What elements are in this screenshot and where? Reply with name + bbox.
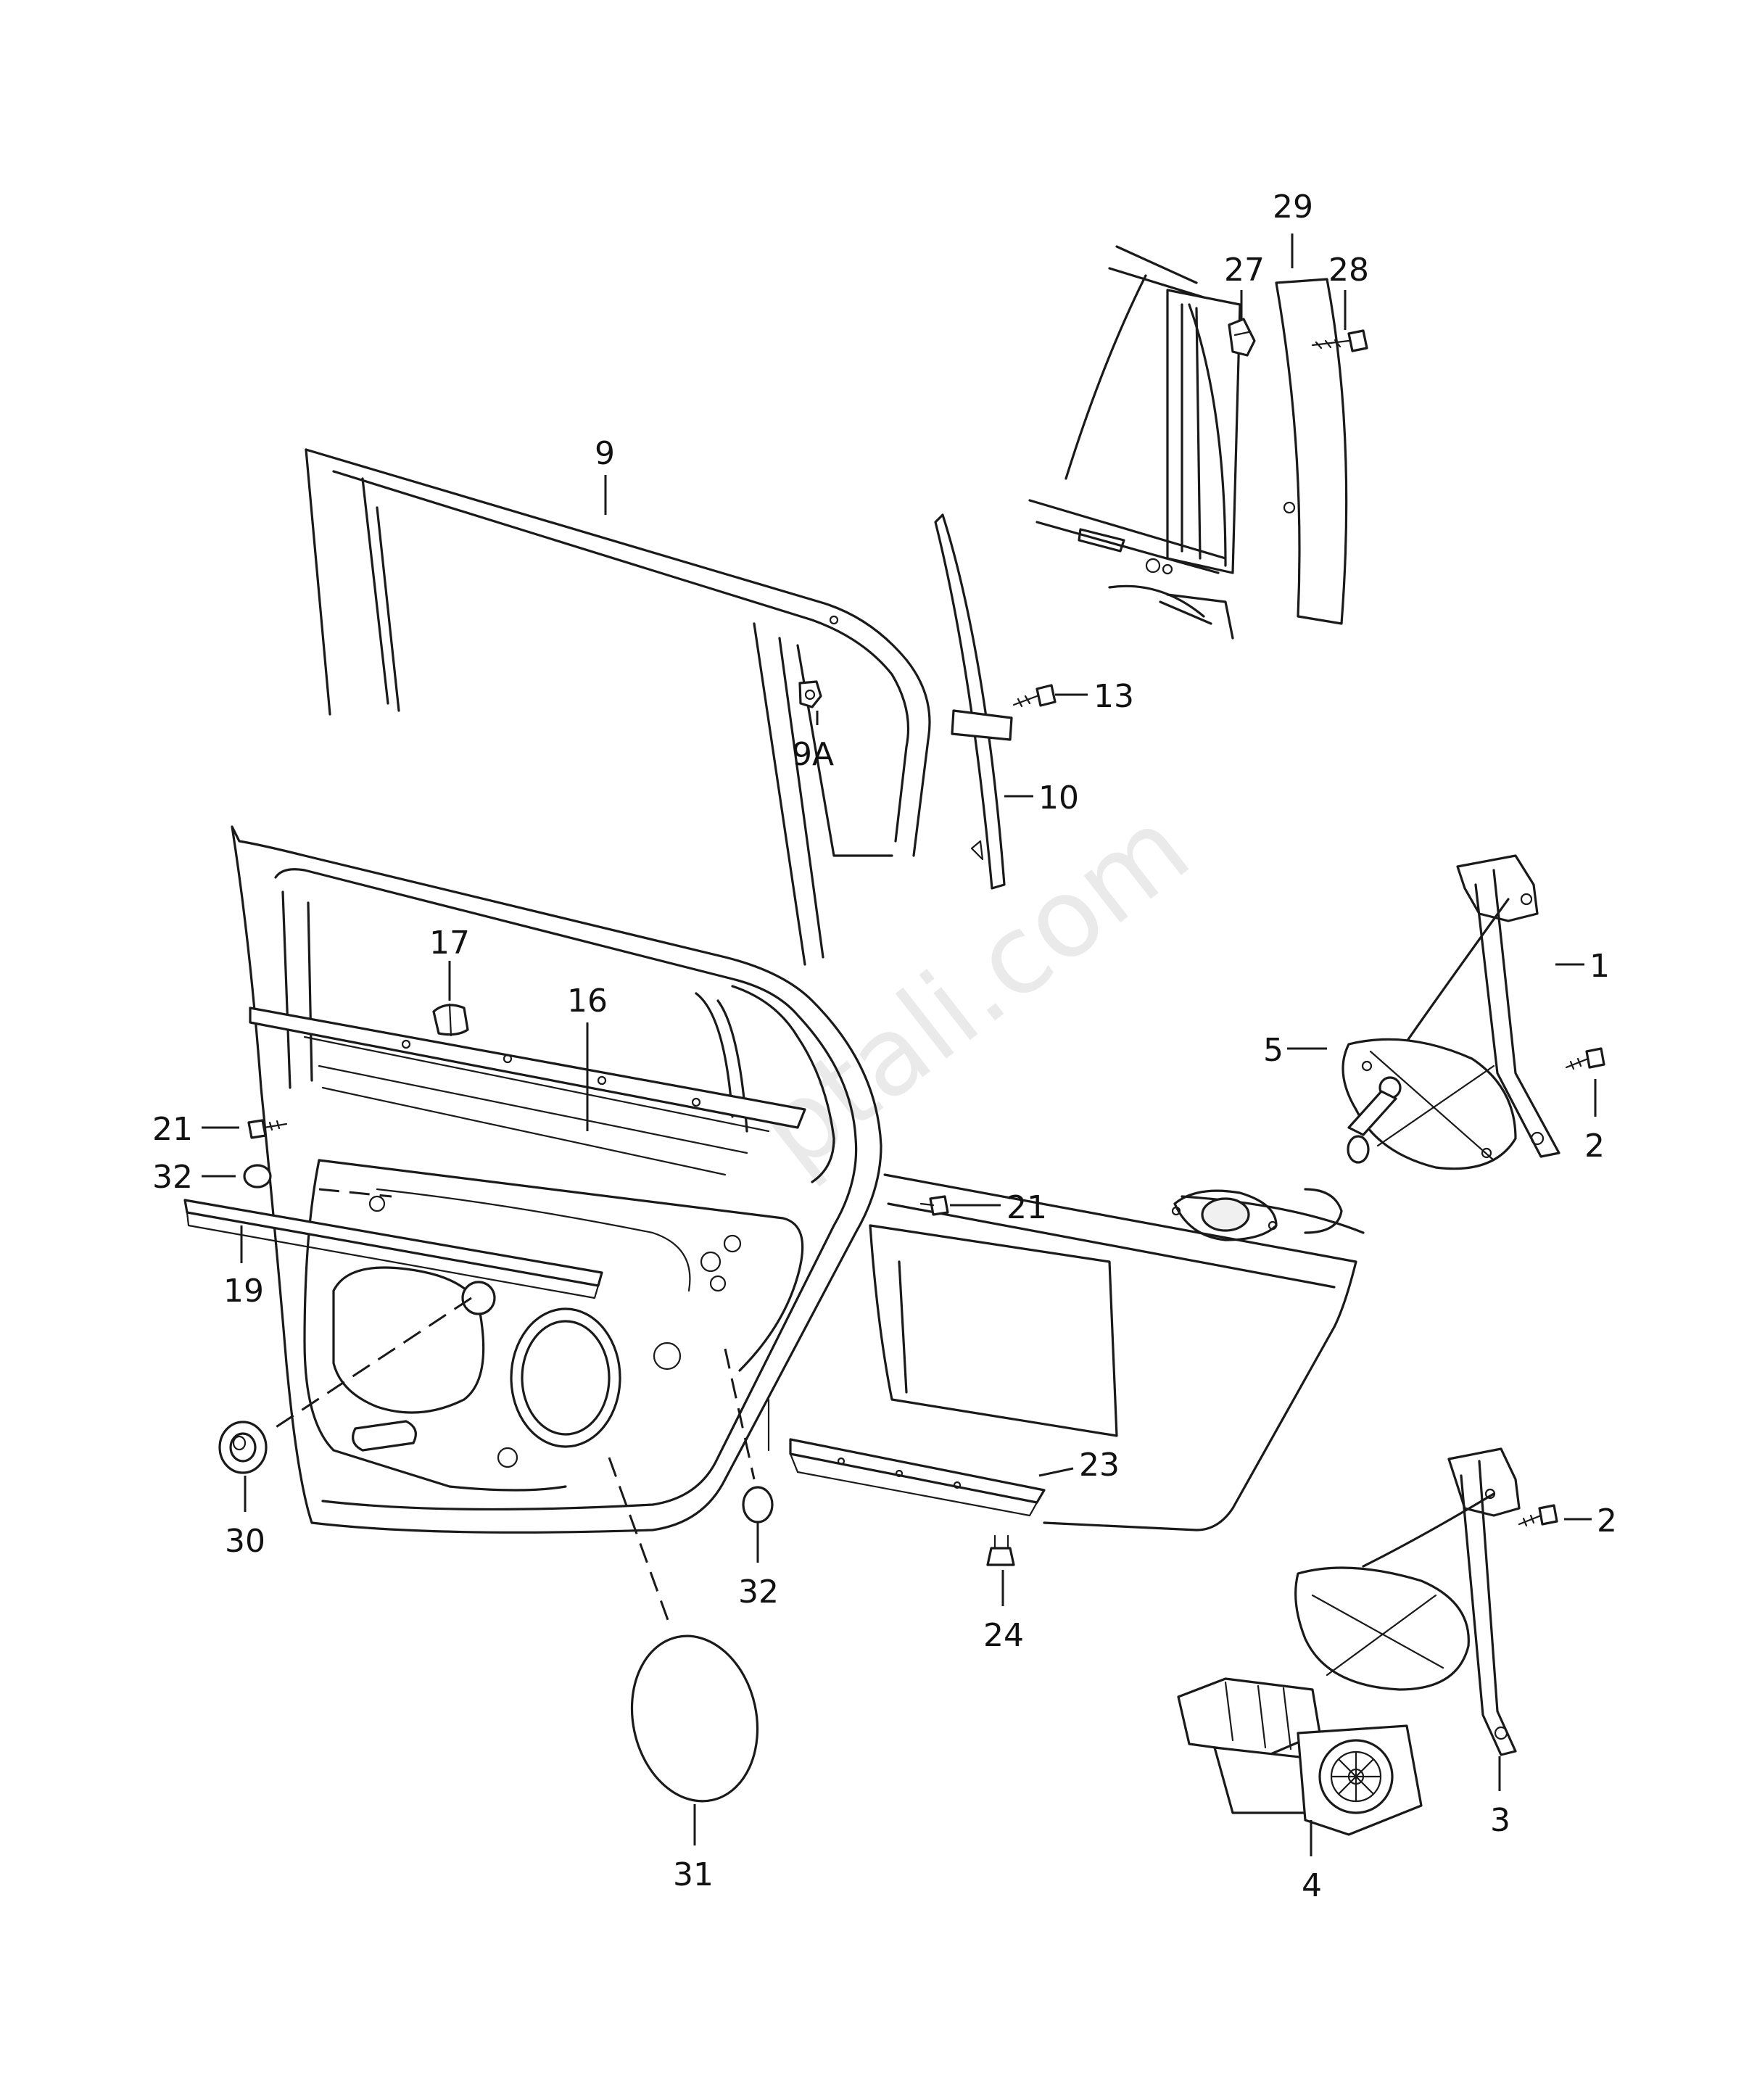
callout-31: 31 (673, 1856, 714, 1893)
callout-29: 29 (1273, 189, 1313, 226)
callout-13: 13 (1094, 678, 1134, 715)
callout-32b: 32 (738, 1574, 779, 1611)
part-10-guide-rail (934, 513, 1013, 890)
callout-23: 23 (1079, 1447, 1120, 1484)
part-5-window-crank (1347, 1090, 1397, 1164)
part-23-trim-strip (767, 1398, 1046, 1517)
part-21-screw-center (919, 1195, 949, 1216)
callout-9: 9 (595, 435, 615, 472)
callout-24: 24 (983, 1617, 1024, 1654)
part-19-seal-strip (183, 1199, 603, 1299)
callout-3: 3 (1490, 1802, 1510, 1839)
part-31-cover (630, 1634, 759, 1803)
part-4-window-motor (1177, 1677, 1423, 1836)
part-28-screw (1311, 329, 1368, 352)
callout-2b: 2 (1597, 1502, 1617, 1539)
callout-21a: 21 (152, 1111, 193, 1148)
callout-2a: 2 (1584, 1128, 1605, 1165)
callout-19: 19 (223, 1273, 264, 1310)
callout-5: 5 (1263, 1032, 1283, 1069)
part-24-clip (986, 1534, 1015, 1566)
callout-17: 17 (429, 925, 470, 962)
callout-4: 4 (1302, 1867, 1322, 1904)
leader-lines (202, 233, 1597, 1856)
callout-10: 10 (1038, 780, 1079, 817)
part-27-clip (1228, 318, 1256, 357)
callout-30: 30 (225, 1523, 265, 1560)
door-shell (231, 825, 882, 1534)
part-13-screw (1012, 684, 1057, 708)
callout-32a: 32 (152, 1159, 193, 1196)
part-9-window-frame (305, 448, 931, 966)
part-1-window-regulator (1341, 854, 1560, 1170)
door-outer-panel (869, 1173, 1365, 1531)
part-2-screw-lower (1518, 1504, 1558, 1527)
part-9A-screw (798, 680, 822, 708)
callout-28: 28 (1328, 252, 1369, 289)
part-3-window-regulator (1294, 1447, 1521, 1756)
part-30-grommet (218, 1421, 268, 1474)
part-17-clip (432, 1003, 469, 1037)
part-29-pillar-trim (1275, 278, 1348, 625)
part-32-plug-upper (243, 1164, 272, 1189)
part-32-plug-lower (742, 1486, 774, 1524)
part-29-body-pillar-region (1028, 245, 1241, 640)
part-2-screw-upper (1565, 1047, 1605, 1070)
callout-16: 16 (567, 983, 608, 1020)
callout-9A: 9A (792, 736, 834, 773)
callout-27: 27 (1224, 252, 1265, 289)
callout-labels: 29 27 28 9 9A 13 10 17 16 1 5 2 21 32 21… (152, 189, 1617, 1904)
part-16-window-seal (249, 1006, 806, 1129)
callout-1: 1 (1589, 948, 1610, 985)
callout-21b: 21 (1006, 1189, 1047, 1226)
part-21-screw-left (247, 1119, 288, 1139)
